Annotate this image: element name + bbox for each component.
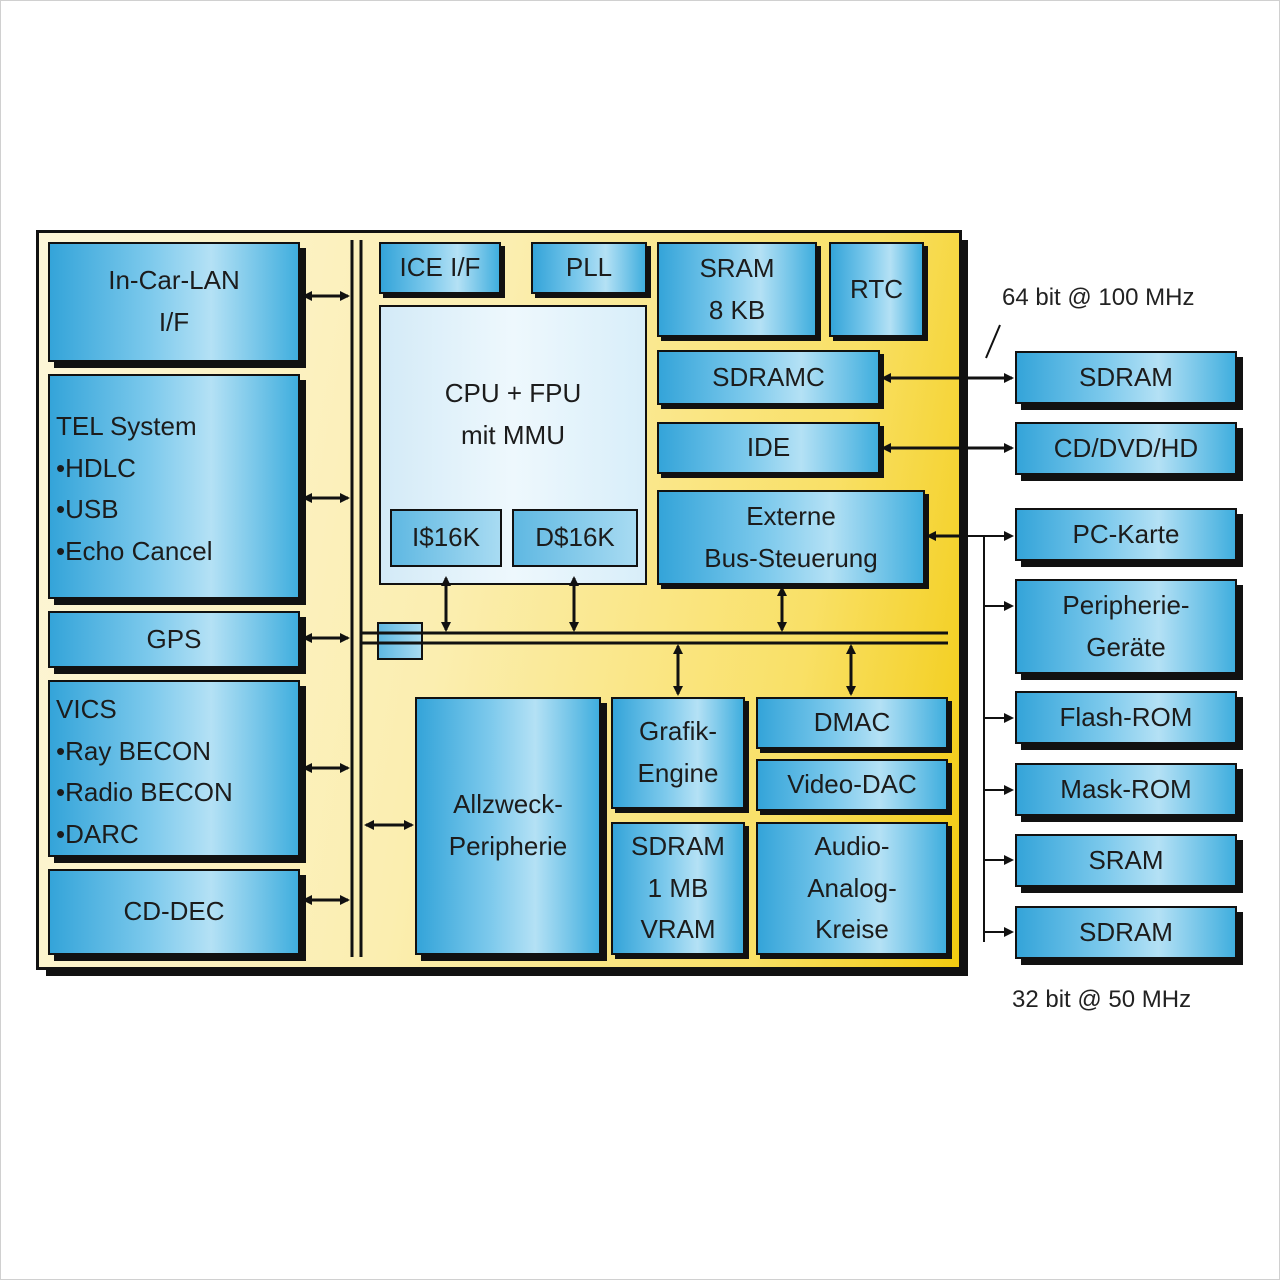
pll-block: PLL xyxy=(531,242,647,294)
gps-block: GPS xyxy=(48,611,300,668)
icache-block: I$16K xyxy=(390,509,502,567)
ext-flash-rom-block: Flash-ROM xyxy=(1015,691,1237,744)
grafik-engine-block: Grafik- Engine xyxy=(611,697,745,809)
dcache-block: D$16K xyxy=(512,509,638,567)
ext-peripherie-geraete-block: Peripherie- Geräte xyxy=(1015,579,1237,674)
bus-64-label: 64 bit @ 100 MHz xyxy=(1002,284,1195,311)
ext-sdram-block: SDRAM xyxy=(1015,351,1237,404)
sdramc-block: SDRAMC xyxy=(657,350,880,405)
ice-if-block: ICE I/F xyxy=(379,242,501,294)
ext-cd-dvd-hd-block: CD/DVD/HD xyxy=(1015,422,1237,475)
rtc-block: RTC xyxy=(829,242,924,337)
vram-block: SDRAM 1 MB VRAM xyxy=(611,822,745,955)
bus-bridge-block xyxy=(377,622,423,660)
ext-mask-rom-block: Mask-ROM xyxy=(1015,763,1237,816)
dmac-block: DMAC xyxy=(756,697,948,749)
in-car-lan-block: In-Car-LAN I/F xyxy=(48,242,300,362)
cd-dec-block: CD-DEC xyxy=(48,869,300,955)
bus-32-label: 32 bit @ 50 MHz xyxy=(1012,986,1192,1013)
ide-block: IDE xyxy=(657,422,880,474)
audio-analog-block: Audio- Analog- Kreise xyxy=(756,822,948,955)
ext-sram-block: SRAM xyxy=(1015,834,1237,887)
bus-width-slash xyxy=(985,324,1001,359)
video-dac-block: Video-DAC xyxy=(756,759,948,811)
allzweck-peripherie-block: Allzweck- Peripherie xyxy=(415,697,601,955)
sram-8kb-block: SRAM 8 KB xyxy=(657,242,817,337)
tel-system-block: TEL System •HDLC •USB •Echo Cancel xyxy=(48,374,300,599)
ext-bus-block: Externe Bus-Steuerung xyxy=(657,490,925,585)
vics-block: VICS •Ray BECON •Radio BECON •DARC xyxy=(48,680,300,857)
ext-pc-karte-block: PC-Karte xyxy=(1015,508,1237,561)
ext-sdram-bottom-block: SDRAM xyxy=(1015,906,1237,959)
